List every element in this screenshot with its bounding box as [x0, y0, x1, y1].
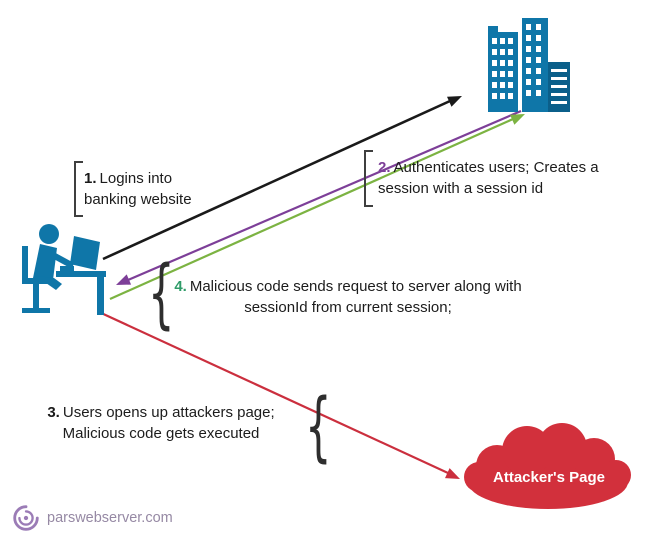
- step-1-text: Logins into banking website: [84, 170, 192, 209]
- step-4-brace: {: [148, 248, 175, 337]
- watermark-text: parswebserver.com: [47, 510, 173, 526]
- step-4-number: 4.: [174, 278, 187, 295]
- step-3-number: 3.: [47, 404, 60, 421]
- step-1-label: 1.Logins into banking website: [84, 168, 224, 211]
- user-at-computer-icon: [16, 218, 108, 325]
- arrow-attacker-page: [98, 311, 449, 474]
- watermark: parswebserver.com: [10, 502, 173, 534]
- step-4-label: 4.Malicious code sends request to server…: [172, 276, 524, 319]
- arrow-attacker-page-head: [445, 468, 460, 479]
- attacker-cloud-label: Attacker's Page: [493, 469, 605, 486]
- step-3-label: 3.Users opens up attackers page; Malicio…: [24, 402, 298, 445]
- attacker-cloud: [464, 423, 631, 509]
- step-1-bracket: [74, 161, 83, 217]
- step-2-label: 2.Authenticates users; Creates a session…: [378, 157, 608, 200]
- server-buildings-icon: [486, 16, 574, 127]
- arrow-authenticate: [127, 109, 522, 282]
- building-windows: [492, 24, 567, 104]
- step-4-text: Malicious code sends request to server a…: [189, 278, 522, 317]
- arrow-authenticate-head: [116, 274, 132, 285]
- step-1-number: 1.: [84, 170, 97, 187]
- step-3-brace: {: [305, 381, 332, 470]
- parswebserver-logo-icon: [13, 505, 39, 531]
- step-2-text: Authenticates users; Creates a session w…: [378, 159, 599, 198]
- step-2-bracket: [364, 150, 373, 207]
- arrow-malicious-request-head: [510, 114, 525, 125]
- arrow-malicious-request: [109, 117, 514, 301]
- step-3-text: Users opens up attackers page; Malicious…: [62, 404, 275, 443]
- arrow-login-head: [447, 96, 462, 107]
- arrow-login: [102, 99, 451, 261]
- step-2-number: 2.: [378, 159, 391, 176]
